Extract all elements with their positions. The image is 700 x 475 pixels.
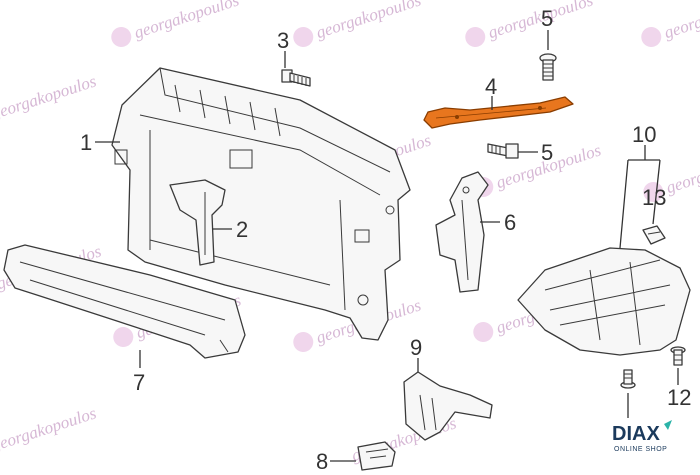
callout-5-top: 5 (541, 6, 553, 31)
callout-10: 10 (632, 122, 656, 147)
svg-text:georgakopoulos: georgakopoulos (314, 0, 424, 42)
diax-logo: DIAX ONLINE SHOP (612, 420, 672, 453)
watermark: georgakopoulos (0, 403, 99, 455)
side-bracket-part (435, 171, 489, 293)
svg-text:georgakopoulos: georgakopoulos (664, 145, 700, 197)
bolt-part-5b (487, 143, 519, 159)
callout-3: 3 (277, 28, 289, 53)
svg-text:georgakopoulos: georgakopoulos (662, 0, 700, 42)
callout-12: 12 (667, 385, 691, 410)
svg-text:georgakopoulos: georgakopoulos (0, 71, 99, 123)
watermark: georgakopoulos (641, 0, 700, 47)
callout-6: 6 (504, 210, 516, 235)
screw-part-11 (620, 369, 636, 389)
callout-labels: 1 2 3 4 5 5 6 7 8 9 10 12 13 (80, 6, 691, 474)
center-bracket-part (169, 179, 226, 266)
watermark: georgakopoulos (293, 0, 424, 47)
bolt-part-3 (281, 69, 311, 87)
svg-text:ONLINE SHOP: ONLINE SHOP (614, 446, 667, 453)
leader-lines (95, 30, 679, 462)
svg-text:georgakopoulos: georgakopoulos (0, 403, 99, 455)
callout-4: 4 (485, 74, 497, 99)
callout-9: 9 (410, 335, 422, 360)
svg-text:DIAX: DIAX (612, 423, 660, 445)
callout-2: 2 (236, 217, 248, 242)
clip-part (642, 225, 666, 245)
callout-8: 8 (316, 449, 328, 474)
callout-1: 1 (80, 130, 92, 155)
block-part-8 (357, 441, 396, 471)
underbody-shield-part (517, 247, 691, 356)
mounting-bracket-part (403, 371, 493, 441)
bolt-part-5a (539, 53, 557, 81)
crossmember-part (3, 244, 246, 359)
svg-text:georgakopoulos: georgakopoulos (132, 0, 242, 42)
callout-7: 7 (133, 370, 145, 395)
screw-part-12 (670, 346, 686, 366)
watermark: georgakopoulos (465, 0, 596, 47)
callout-5-lower: 5 (541, 140, 553, 165)
callout-13: 13 (642, 185, 666, 210)
strut-part-highlighted (423, 96, 574, 129)
front-panel-part (111, 67, 411, 341)
watermark: georgakopoulos (111, 0, 242, 47)
watermark: georgakopoulos (0, 71, 99, 123)
